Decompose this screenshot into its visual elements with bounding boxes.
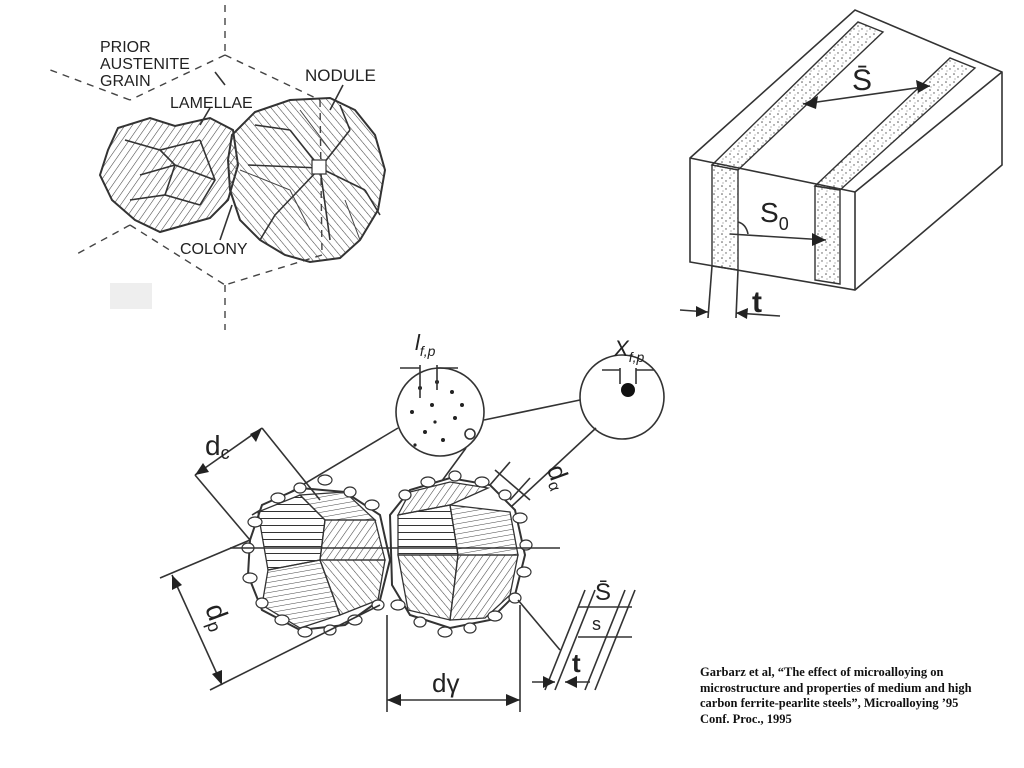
label-prior: PRIOR: [100, 39, 151, 56]
carbide-circle: [579, 354, 665, 440]
inset-label-t: t: [572, 648, 581, 678]
figure-caption: Garbarz et al, “The effect of microalloy…: [700, 665, 972, 726]
scan-artifact: [110, 283, 152, 309]
microstructure-diagram: lf,p Xf,p: [159, 330, 665, 712]
block-label-s-bar: S̄: [852, 64, 872, 97]
label-nodule: NODULE: [305, 66, 376, 85]
label-l-fp: lf,p: [415, 330, 436, 359]
block-label-s0: S0: [760, 197, 789, 234]
inset-label-s-bar: S̄: [595, 579, 611, 606]
lamella-band-2-front: [814, 185, 841, 285]
label-colony: COLONY: [180, 241, 248, 258]
label-x-fp: Xf,p: [613, 336, 644, 365]
inclusion-circle: [395, 367, 485, 457]
label-austenite: AUSTENITE: [100, 56, 190, 73]
label-lamellae: LAMELLAE: [170, 95, 253, 112]
left-nodule: [98, 116, 240, 234]
block-label-t: t: [752, 286, 762, 319]
lamellae-block-diagram: S̄ S0 t: [679, 9, 1003, 319]
lamella-spacing-inset: S̄ s t: [517, 579, 636, 691]
label-dgamma: dγ: [432, 668, 459, 698]
label-dalpha: dα: [539, 460, 577, 493]
lamella-band-1-front: [711, 164, 739, 271]
pearlite-nodule-diagram: PRIOR AUSTENITE GRAIN NODULE LAMELLAE CO…: [44, 5, 387, 330]
nodule-center: [311, 159, 327, 175]
carbide-particle: [621, 383, 635, 397]
right-nodule: [226, 96, 387, 264]
inset-label-s: s: [592, 614, 601, 634]
lamella-band-2-top: [813, 57, 977, 191]
label-dp: dp: [197, 599, 237, 634]
label-dc: dc: [205, 430, 230, 463]
label-grain: GRAIN: [100, 73, 151, 90]
